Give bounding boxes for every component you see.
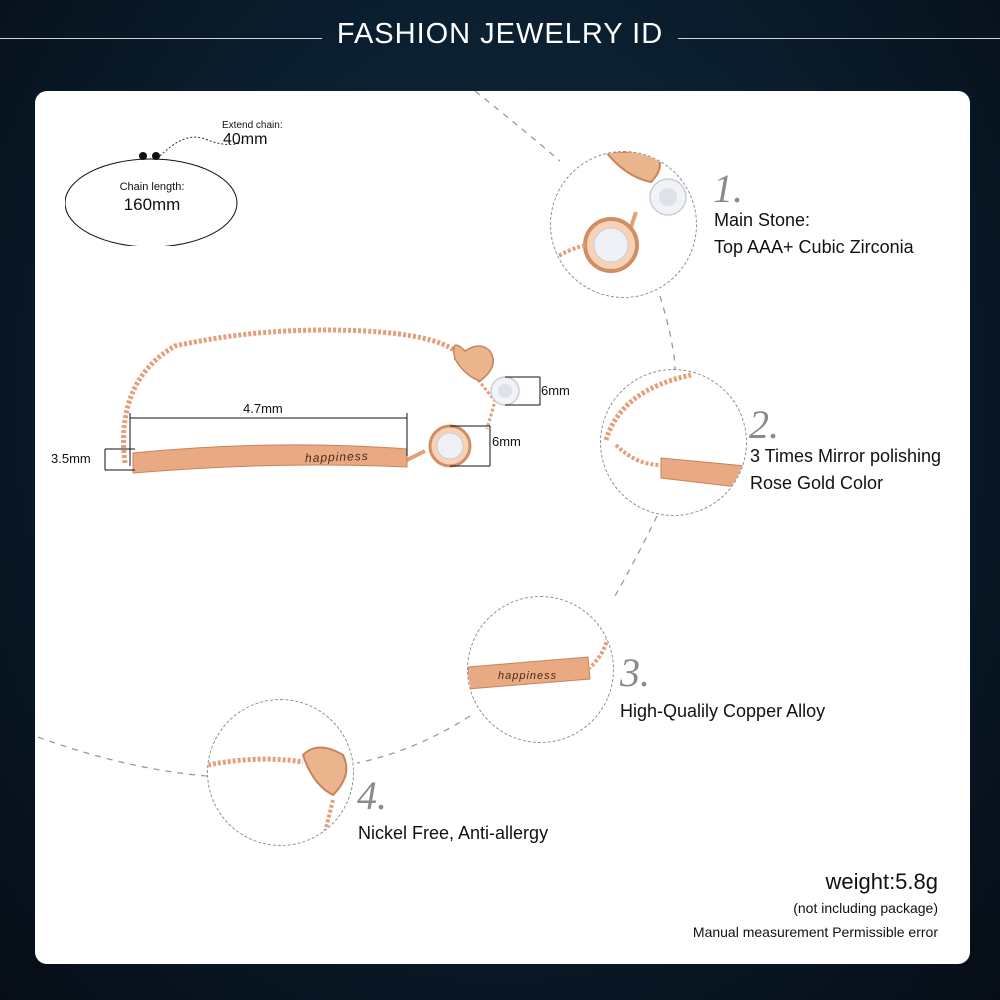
weight-note: (not including package) — [793, 900, 938, 916]
header: FASHION JEWELRY ID — [0, 0, 1000, 78]
detail-circle-nickel — [207, 699, 354, 846]
feature-2-line-1: 3 Times Mirror polishing — [750, 446, 942, 466]
weight-value: weight:5.8g — [825, 869, 938, 894]
chain-diagram: Extend chain: 40mm Chain length: 160mm — [65, 111, 325, 246]
nickel-closeup — [208, 746, 348, 841]
chain-length-value: 160mm — [123, 195, 181, 214]
product-panel: Extend chain: 40mm Chain length: 160mm — [35, 91, 970, 964]
extend-chain-value: 40mm — [223, 131, 268, 148]
feature-number-4: 4. — [357, 773, 387, 818]
bar-height-label: 3.5mm — [51, 451, 91, 466]
feature-2-line-2: Rose Gold Color — [750, 473, 884, 493]
main-stone-size-label: 6mm — [492, 434, 521, 449]
engraving-text: happiness — [304, 448, 369, 466]
feature-4-line-1: Nickel Free, Anti-allergy — [358, 823, 549, 843]
feature-number-1: 1. — [713, 166, 743, 211]
feature-number-3: 3. — [620, 650, 650, 695]
alloy-closeup: happiness — [468, 636, 610, 690]
detail-circle-stone — [550, 151, 697, 298]
detail-circle-polish — [600, 369, 747, 516]
polish-closeup — [603, 372, 746, 489]
feature-number-2: 2. — [749, 402, 779, 447]
header-line-left — [0, 38, 322, 39]
top-stone-size-label: 6mm — [541, 383, 570, 398]
dashed-connector — [35, 91, 676, 777]
stone-closeup — [551, 152, 687, 273]
page-title: FASHION JEWELRY ID — [336, 18, 664, 50]
alloy-engraving: happiness — [498, 670, 557, 682]
chain-length-label: Chain length: — [119, 181, 185, 193]
feature-1-line-2: Top AAA+ Cubic Zirconia — [714, 237, 914, 257]
feature-1-line-1: Main Stone: — [714, 210, 811, 230]
measurement-disclaimer: Manual measurement Permissible error — [692, 924, 938, 940]
bracelet-drawing — [104, 327, 541, 474]
feature-3-line-1: High-Qualily Copper Alloy — [620, 701, 826, 721]
bar-length-label: 4.7mm — [243, 401, 283, 416]
header-line-right — [678, 38, 1000, 39]
extend-chain-label: Extend chain: — [222, 120, 283, 131]
chain-diagram-drawing — [65, 136, 246, 246]
detail-circle-alloy: happiness — [467, 596, 614, 743]
bracelet-illustration: 4.7mm 3.5mm 6mm 6mm happiness — [35, 321, 595, 501]
